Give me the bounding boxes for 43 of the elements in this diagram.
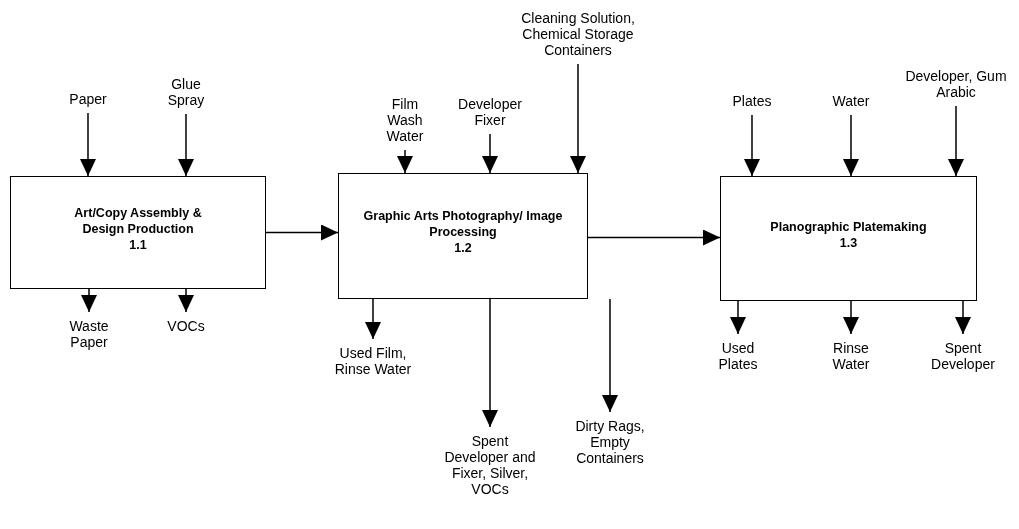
flow-label: Spent Developer xyxy=(923,340,1003,372)
flow-arrow xyxy=(744,114,760,177)
flow-arrow xyxy=(178,288,194,313)
process-number: 1.2 xyxy=(454,240,472,256)
flow-label: Cleaning Solution, Chemical Storage Containers xyxy=(498,10,658,58)
process-number: 1.1 xyxy=(129,236,147,253)
flow-label: Paper xyxy=(53,91,123,107)
flow-label: Used Film, Rinse Water xyxy=(325,345,421,377)
flow-label: Developer Fixer xyxy=(452,96,528,128)
flow-arrow xyxy=(730,300,746,335)
flow-label: Glue Spray xyxy=(156,76,216,108)
process-box xyxy=(10,176,266,289)
flow-arrow xyxy=(955,300,971,335)
flow-label: Dirty Rags, Empty Containers xyxy=(574,418,646,466)
flow-label: VOCs xyxy=(156,318,216,334)
flow-arrow xyxy=(482,298,498,428)
process-number: 1.3 xyxy=(839,234,858,251)
flow-arrow xyxy=(482,133,498,174)
flow-label: Film Wash Water xyxy=(375,96,435,144)
flow-arrow xyxy=(843,114,859,177)
process-title: Planographic Platemaking xyxy=(770,218,927,235)
flow-arrow xyxy=(397,149,413,174)
flow-arrow xyxy=(265,224,339,241)
process-title: Art/Copy Assembly & Design Production xyxy=(73,204,203,237)
flow-arrow xyxy=(80,112,96,177)
flow-arrow xyxy=(587,229,721,246)
flow-arrow xyxy=(602,298,618,413)
flow-label: Rinse Water xyxy=(821,340,881,372)
process-title: Graphic Arts Photography/ Image Processing xyxy=(363,208,563,240)
flow-label: Plates xyxy=(717,93,787,109)
flow-arrow xyxy=(365,298,381,340)
flow-arrow xyxy=(81,288,97,313)
flow-label: Water xyxy=(816,93,886,109)
flow-arrow xyxy=(843,300,859,335)
flow-label: Developer, Gum Arabic xyxy=(901,68,1011,100)
flow-label: Spent Developer and Fixer, Silver, VOCs xyxy=(440,433,540,497)
flow-label: Used Plates xyxy=(708,340,768,372)
flow-label: Waste Paper xyxy=(54,318,124,350)
process-box xyxy=(720,176,977,301)
flow-arrow xyxy=(570,63,586,174)
flow-arrow xyxy=(948,105,964,177)
process-box xyxy=(338,173,588,299)
flow-arrow xyxy=(178,113,194,177)
